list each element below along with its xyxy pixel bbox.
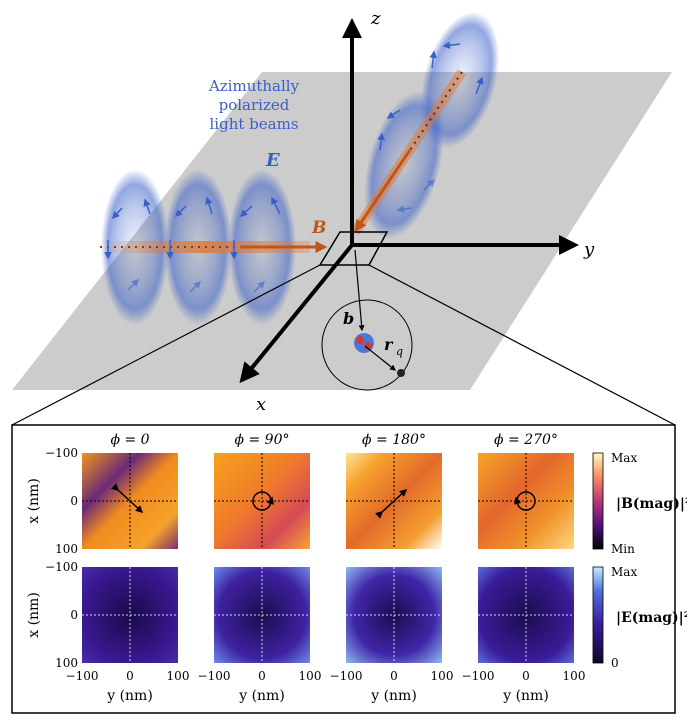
y-tick: 100 [55, 656, 78, 670]
x-tick: 0 [126, 669, 134, 683]
x-tick: 100 [299, 669, 322, 683]
E-arrow [143, 198, 151, 215]
E-arrow [423, 178, 436, 191]
rq-vector [364, 345, 396, 371]
zoom-line-left [11, 264, 321, 426]
y-axis-title: x (nm) [26, 478, 42, 524]
origin-patch [318, 231, 389, 266]
right-beam-axis [389, 71, 463, 181]
gray-plane [12, 72, 672, 390]
x-axis-title: y (nm) [502, 688, 549, 704]
E-arrow [174, 205, 187, 218]
y-tick: 0 [70, 608, 78, 622]
pol-circle-arrow-90 [266, 496, 274, 506]
coordinate-axes: z y x [239, 8, 595, 415]
E-arrow [239, 205, 253, 218]
electron [397, 369, 405, 377]
E-arrow [377, 132, 385, 151]
B-label: B [311, 218, 326, 238]
b-vector [354, 249, 365, 332]
phase-title-180: ϕ = 180° [362, 432, 426, 448]
x-tick: 0 [390, 669, 398, 683]
E-arrow [205, 196, 213, 215]
nucleus [354, 333, 374, 353]
nucleus-proton [356, 336, 364, 344]
colorbar-E-max: Max [611, 565, 637, 579]
rq-label: r [384, 335, 394, 354]
y-axis-title: x (nm) [26, 592, 42, 638]
E-arrow [271, 196, 281, 215]
y-tick: −100 [45, 560, 78, 574]
beam-caption-line-1: Azimuthally [208, 77, 300, 95]
y-tick: 0 [70, 494, 78, 508]
colorbar-B: Max Min |B(mag)|² [592, 451, 687, 556]
x-axis [239, 243, 354, 384]
beam-caption-line-3: light beams [210, 115, 299, 133]
colorbar-E-bar [592, 566, 604, 664]
zoom-line-right [368, 264, 676, 426]
phase-title-0: ϕ = 0 [110, 432, 149, 448]
E-arrow [386, 109, 401, 119]
colorbar-B-bar [592, 452, 604, 550]
E-arrow [429, 50, 437, 69]
x-tick: 100 [431, 669, 454, 683]
colorbar-B-label: |B(mag)|² [616, 496, 687, 512]
E-arrow [189, 280, 202, 293]
x-tick: −100 [462, 669, 495, 683]
left-axis-top: −100 0 100 x (nm) [26, 446, 78, 556]
y-axis-label: y [583, 239, 595, 260]
phase-title-270: ϕ = 270° [494, 432, 558, 448]
b-label: b [343, 309, 354, 328]
right-B-arrow [354, 149, 412, 232]
atom-inset: b r q [321, 249, 413, 391]
rq-subscript: q [396, 345, 403, 358]
z-axis-label: z [370, 8, 381, 29]
x-axis-title: y (nm) [238, 688, 285, 704]
E-arrow [396, 205, 413, 213]
E-map-row [82, 567, 574, 663]
left-axis-bottom: −100 0 100 x (nm) [26, 560, 78, 670]
illustration: Azimuthally polarized light beams E B z … [11, 8, 676, 426]
x-axis-label: x [256, 394, 266, 415]
B-map-row [82, 453, 574, 549]
x-axis-title: y (nm) [106, 688, 153, 704]
colorbar-E: Max 0 |E(mag)|² [592, 565, 687, 670]
E-arrow [127, 278, 140, 291]
bottom-axis: −100 0 100 y (nm) −100 0 100 y (nm) −100… [66, 669, 586, 704]
x-tick: 100 [167, 669, 190, 683]
x-tick: −100 [330, 669, 363, 683]
colorbar-B-min: Min [611, 542, 635, 556]
E-arrow [253, 280, 266, 293]
y-tick: 100 [55, 542, 78, 556]
colorbar-E-label: |E(mag)|² [616, 610, 687, 626]
E-arrow [111, 207, 123, 220]
E-arrow [475, 76, 484, 95]
E-label: E [265, 150, 280, 171]
x-axis-title: y (nm) [370, 688, 417, 704]
nucleus-proton [364, 342, 372, 350]
beam-caption-line-2: polarized [219, 96, 290, 114]
colorbar-E-min: 0 [611, 656, 619, 670]
x-tick: −100 [66, 669, 99, 683]
x-tick: 100 [563, 669, 586, 683]
atom-circle [321, 299, 413, 391]
pol-circle-arrow-270 [514, 496, 522, 506]
x-tick: −100 [198, 669, 231, 683]
y-tick: −100 [45, 446, 78, 460]
pol-arrow-linear [111, 483, 144, 514]
colorbar-B-max: Max [611, 451, 637, 465]
pol-arrow-linear-180 [375, 488, 408, 519]
right-beam-group [350, 11, 500, 239]
phase-title-90: ϕ = 90° [235, 432, 290, 448]
E-arrow [442, 41, 461, 49]
x-tick: 0 [522, 669, 530, 683]
x-tick: 0 [258, 669, 266, 683]
